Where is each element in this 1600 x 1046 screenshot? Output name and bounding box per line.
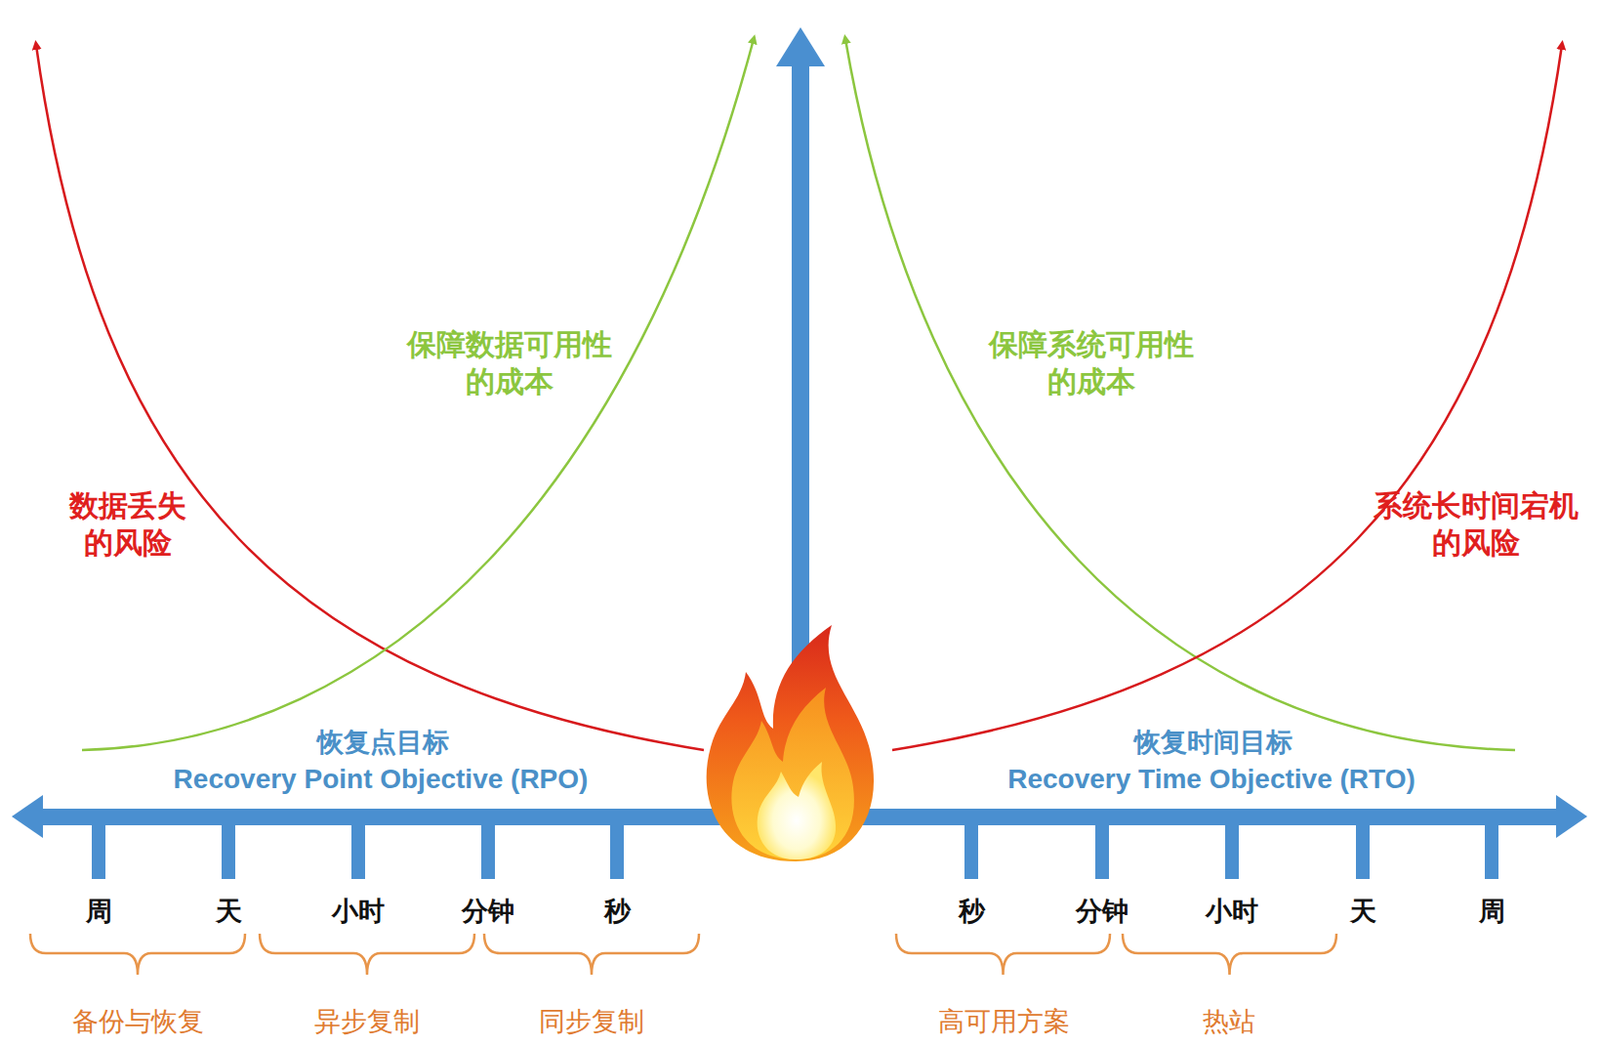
range-bracket bbox=[484, 933, 699, 975]
solution-label: 热站 bbox=[1202, 1004, 1256, 1038]
solution-label: 异步复制 bbox=[314, 1004, 420, 1038]
axis-tick bbox=[1355, 816, 1370, 879]
solution-label: 备份与恢复 bbox=[72, 1004, 205, 1038]
tick-label: 秒 bbox=[604, 894, 631, 928]
risk-label: 系统长时间宕机 的风险 bbox=[1358, 487, 1594, 561]
data-availability-cost-curve bbox=[82, 39, 754, 750]
axis-tick bbox=[481, 816, 495, 879]
axis-tick bbox=[91, 816, 106, 879]
axis-title: 恢复时间目标 bbox=[1134, 725, 1293, 759]
downtime-risk-curve bbox=[892, 44, 1562, 750]
range-brackets bbox=[30, 933, 1337, 975]
tick-label: 分钟 bbox=[461, 894, 515, 928]
axis-title: 恢复点目标 bbox=[317, 725, 450, 759]
cost-label: 保障系统可用性 的成本 bbox=[974, 326, 1209, 400]
axis-tick bbox=[1095, 816, 1109, 879]
tick-label: 周 bbox=[1478, 894, 1506, 928]
data-loss-risk-curve bbox=[36, 44, 704, 750]
axis-tick bbox=[610, 816, 624, 879]
axis-tick bbox=[964, 816, 979, 879]
system-availability-cost-curve bbox=[845, 39, 1516, 750]
axis-tick bbox=[1484, 816, 1499, 879]
tick-label: 秒 bbox=[958, 894, 985, 928]
tick-label: 天 bbox=[215, 894, 243, 928]
axis-title: Recovery Point Objective (RPO) bbox=[173, 761, 589, 796]
tick-label: 分钟 bbox=[1075, 894, 1129, 928]
range-bracket bbox=[259, 933, 475, 975]
range-bracket bbox=[896, 933, 1110, 975]
axis-tick bbox=[1225, 816, 1239, 879]
axis-tick bbox=[351, 816, 366, 879]
range-bracket bbox=[1122, 933, 1337, 975]
axis-title: Recovery Time Objective (RTO) bbox=[1007, 761, 1416, 796]
risk-label: 数据丢失 的风险 bbox=[54, 487, 202, 561]
disaster-flame bbox=[706, 624, 874, 862]
cost-label: 保障数据可用性 的成本 bbox=[392, 326, 627, 400]
tick-label: 天 bbox=[1350, 894, 1377, 928]
tick-label: 小时 bbox=[331, 894, 385, 928]
range-bracket bbox=[30, 933, 246, 975]
axis-tick bbox=[221, 816, 236, 879]
tick-label: 周 bbox=[85, 894, 113, 928]
tick-label: 小时 bbox=[1205, 894, 1259, 928]
solution-label: 同步复制 bbox=[538, 1004, 645, 1038]
solution-label: 高可用方案 bbox=[938, 1004, 1070, 1038]
